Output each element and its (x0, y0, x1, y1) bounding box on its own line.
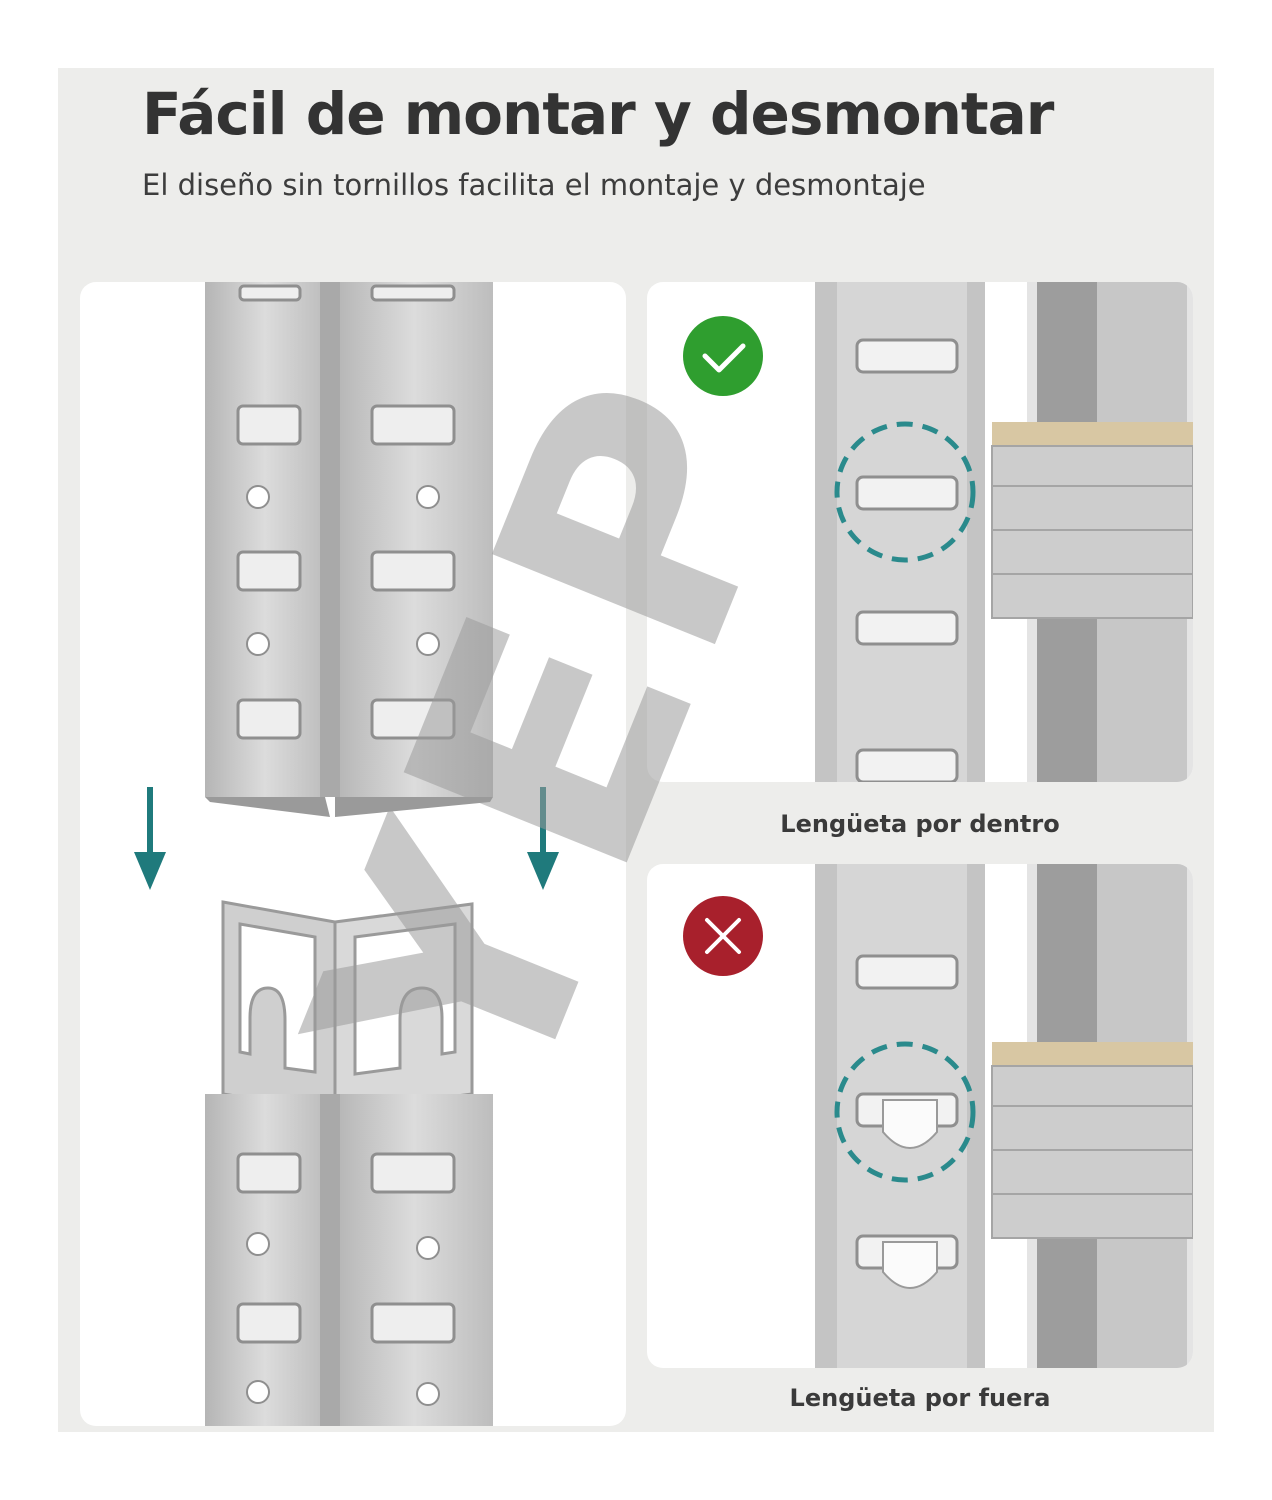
correct-tab-panel (647, 282, 1193, 782)
page-subtitle: El diseño sin tornillos facilita el mont… (142, 168, 926, 202)
incorrect-tab-panel (647, 864, 1193, 1368)
down-arrow-left (134, 787, 166, 890)
upper-upright (205, 282, 493, 817)
caption-tab-outside: Lengüeta por fuera (789, 1384, 1051, 1412)
highlight-circle (834, 1041, 976, 1183)
cross-icon (683, 896, 763, 976)
lower-upright (205, 1094, 493, 1426)
tab-outside-illustration (683, 864, 1193, 1368)
tab-inside-illustration (683, 282, 1193, 782)
caption-tab-inside: Lengüeta por dentro (780, 810, 1060, 838)
down-arrow-right (527, 787, 559, 890)
assembly-illustration-panel (80, 282, 626, 1426)
upright-assembly-illustration (134, 282, 559, 1426)
page-title: Fácil de montar y desmontar (142, 80, 1054, 148)
highlight-circle (834, 421, 976, 563)
check-icon (683, 316, 763, 396)
connector-sleeve (221, 900, 474, 1114)
